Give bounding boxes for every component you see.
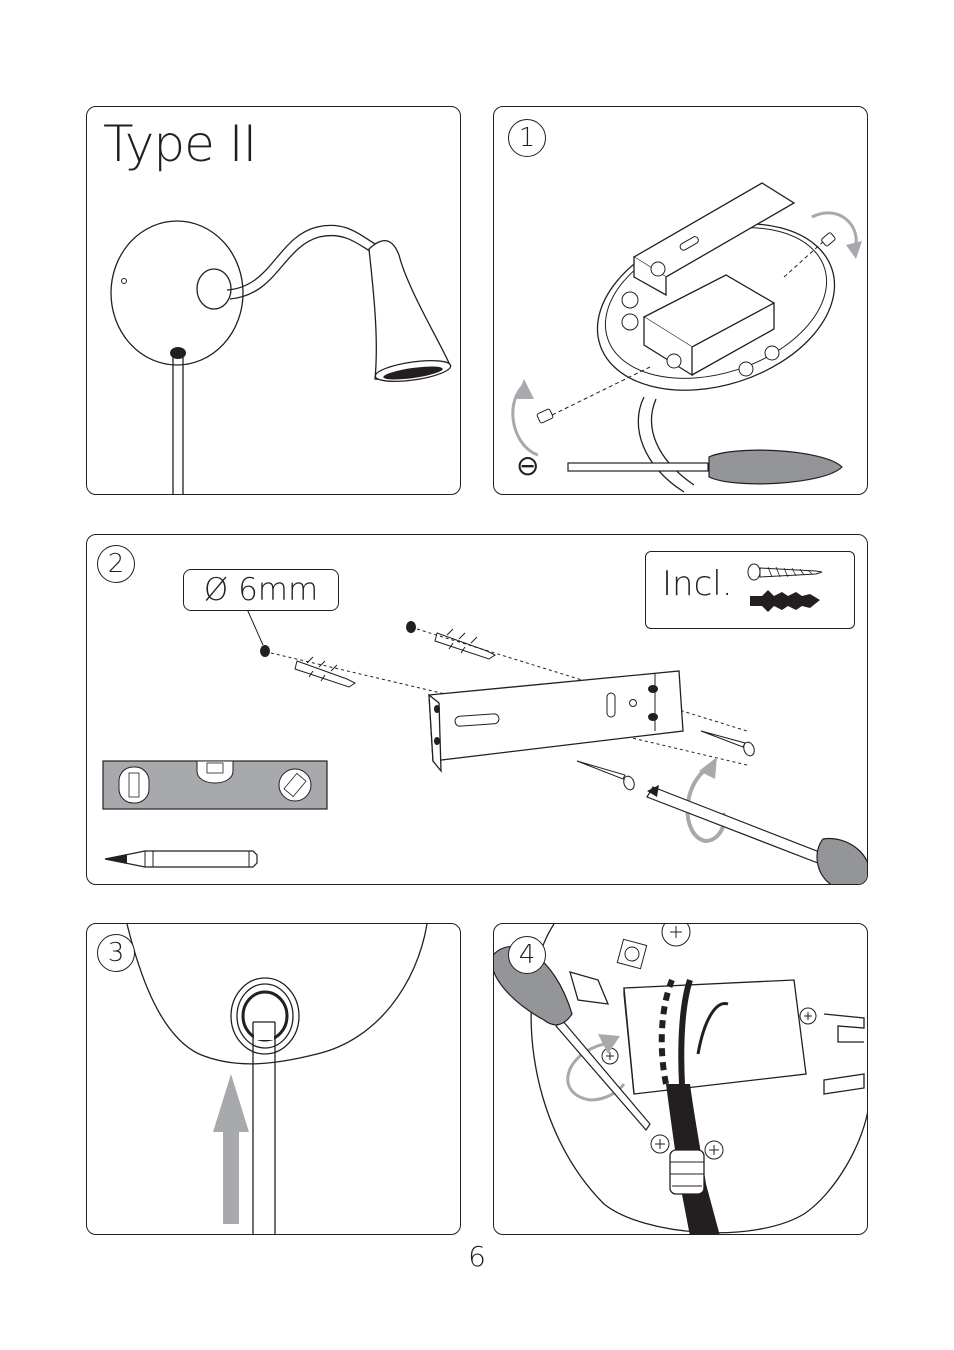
included-parts-box: Incl. — [645, 551, 855, 629]
step-1-illustration — [494, 107, 868, 495]
flat-screwdriver-icon: ⊖ — [516, 452, 539, 480]
wall-plug — [295, 629, 495, 687]
lamp-illustration — [87, 107, 461, 495]
panel-step-2: 2 Ø 6mm Incl. — [86, 534, 868, 885]
step-number: 3 — [97, 934, 135, 972]
panel-overview: Type II — [86, 106, 461, 495]
step-number: 2 — [97, 545, 135, 583]
step-3-illustration — [87, 924, 461, 1235]
step-number: 1 — [508, 119, 546, 157]
panel-step-4: 4 — [493, 923, 868, 1235]
step-4-illustration — [494, 924, 868, 1235]
drill-size-label: Ø 6mm — [183, 569, 339, 611]
step-number: 4 — [508, 936, 546, 974]
page-number: 6 — [0, 1240, 954, 1273]
panel-step-1: 1 ⊖ — [493, 106, 868, 495]
included-parts-icons — [646, 552, 854, 628]
panel-step-3: 3 — [86, 923, 461, 1235]
